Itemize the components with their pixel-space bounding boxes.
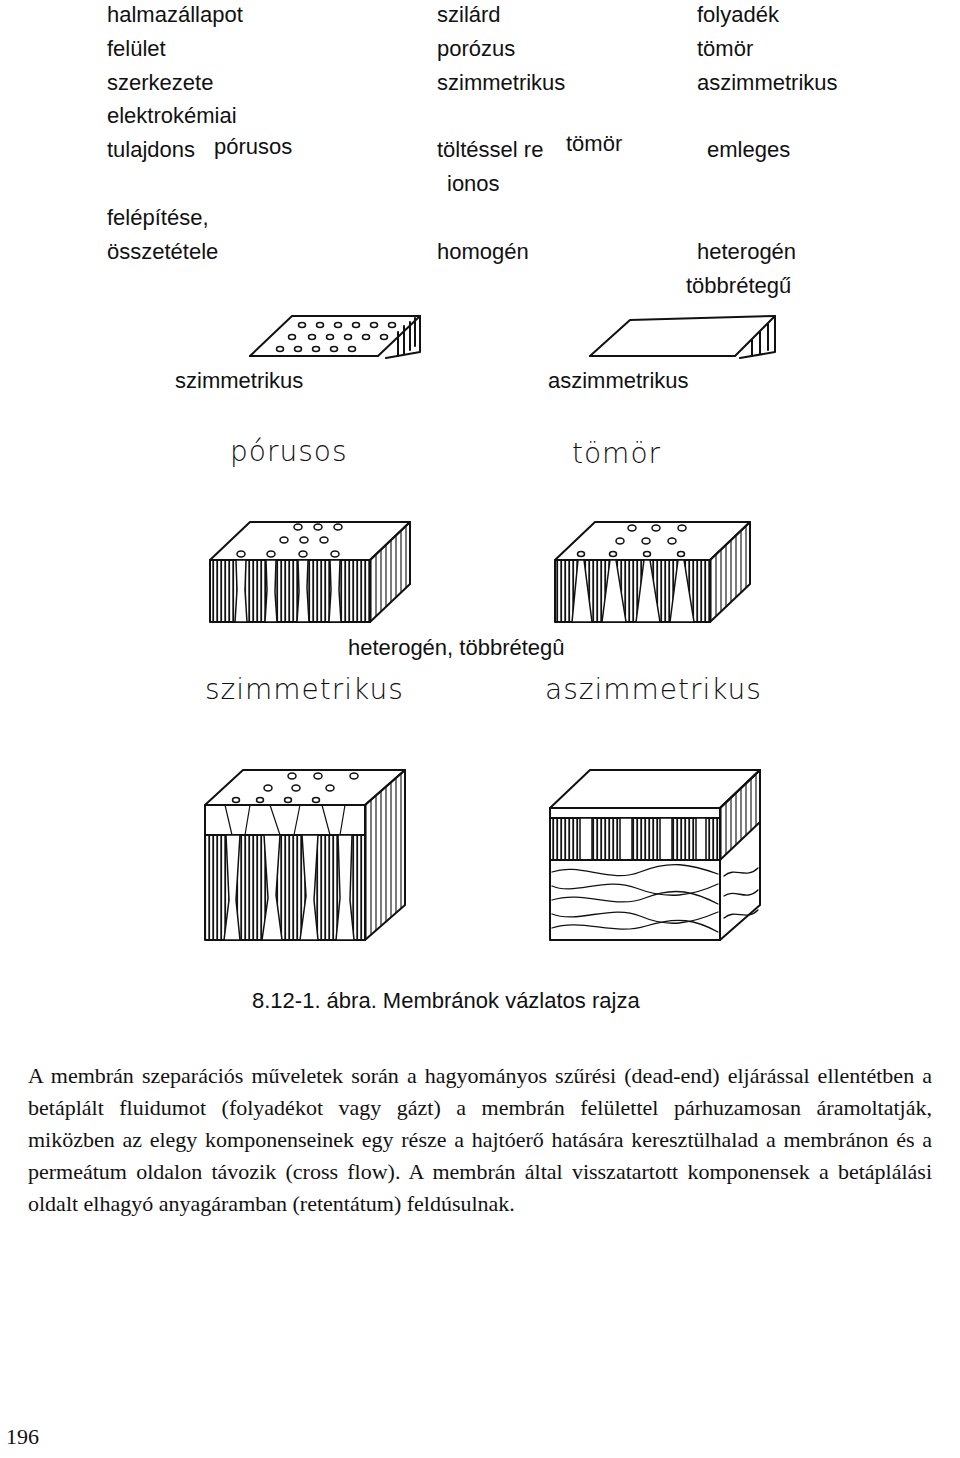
table-cell: szilárd (437, 2, 501, 27)
handwritten-label: aszimmetrikus (545, 674, 762, 706)
table-cell: ionos (447, 171, 500, 196)
layered-asymmetric-section (550, 770, 760, 940)
row-label: felület (107, 36, 166, 61)
dense-asymmetric-section (555, 522, 750, 622)
porous-slab (250, 316, 420, 358)
row-label: szerkezete (107, 70, 213, 95)
handwritten-label: pórusos (230, 436, 347, 468)
dense-slab (590, 316, 775, 358)
table-cell: többrétegű (686, 273, 791, 298)
porous-symmetric-section (210, 522, 410, 622)
figure-label: heterogén, többrétegû (348, 635, 565, 660)
table-cell: aszimmetrikus (697, 70, 838, 95)
row-label: halmazállapot (107, 2, 243, 27)
row-label: elektrokémiai (107, 103, 237, 128)
handwritten-label: tömör (572, 438, 661, 470)
figure-caption: 8.12-1. ábra. Membránok vázlatos rajza (252, 988, 640, 1013)
figure-label: aszimmetrikus (548, 368, 689, 393)
row-label: összetétele (107, 239, 218, 264)
table-cell: homogén (437, 239, 529, 264)
row-label: tulajdons (107, 137, 195, 162)
body-text: A membrán szeparációs műveletek során a … (28, 1060, 932, 1220)
table-cell: töltéssel re (437, 137, 543, 162)
table-cell: pórusos (214, 134, 292, 159)
handwritten-label: szimmetrikus (205, 674, 404, 706)
figure-label: szimmetrikus (175, 368, 303, 393)
page-number: 196 (6, 1424, 39, 1449)
table-cell: heterogén (697, 239, 796, 264)
table-cell: tömör (697, 36, 753, 61)
layered-symmetric-section (205, 770, 405, 940)
table-cell: emleges (707, 137, 790, 162)
table-cell: porózus (437, 36, 515, 61)
row-label: felépítése, (107, 205, 209, 230)
table-cell: tömör (566, 131, 622, 156)
table-cell: szimmetrikus (437, 70, 565, 95)
table-cell: folyadék (697, 2, 779, 27)
